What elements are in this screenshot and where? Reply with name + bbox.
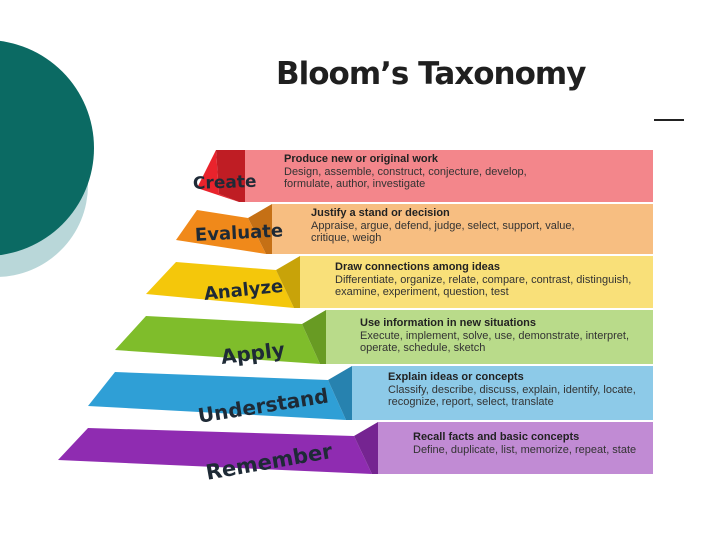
tier-remember-heading: Recall facts and basic concepts — [413, 431, 580, 443]
tier-remember-description: Define, duplicate, list, memorize, repea… — [413, 444, 637, 456]
tier-face-create — [197, 150, 239, 202]
dark-teal-circle — [0, 40, 94, 256]
tier-side-apply — [302, 310, 326, 364]
tier-band-remember — [378, 422, 653, 474]
tier-band-understand — [352, 366, 653, 420]
tier-create: Produce new or original work Design, ass… — [284, 153, 644, 190]
tier-side-analyze — [276, 256, 300, 308]
tier-side-remember — [354, 422, 378, 474]
tier-face-understand — [88, 372, 346, 420]
tier-analyze: Draw connections among ideas Differentia… — [335, 261, 650, 298]
tier-face-evaluate — [176, 210, 266, 254]
tier-band-analyze — [300, 256, 653, 308]
decorative-circles — [0, 40, 94, 277]
tier-face-remember — [58, 428, 372, 474]
tier-band-apply — [326, 310, 653, 364]
tier-remember: Recall facts and basic concepts Define, … — [413, 431, 653, 456]
tier-understand-heading: Explain ideas or concepts — [388, 371, 524, 383]
tier-side-create — [216, 150, 245, 202]
tier-apply-description: Execute, implement, solve, use, demonstr… — [360, 330, 630, 354]
tier-side-understand — [328, 366, 352, 420]
tier-understand-description: Classify, describe, discuss, explain, id… — [388, 384, 636, 408]
title-rule — [654, 119, 684, 121]
tier-apply: Use information in new situations Execut… — [360, 317, 652, 354]
tier-band-evaluate — [272, 204, 653, 254]
level-label-create: Create — [192, 171, 257, 194]
tier-create-description: Design, assemble, construct, conjecture,… — [284, 166, 527, 190]
tier-side-evaluate — [248, 204, 272, 254]
tier-understand: Explain ideas or concepts Classify, desc… — [388, 371, 652, 408]
tier-evaluate: Justify a stand or decision Appraise, ar… — [311, 207, 641, 244]
tier-create-heading: Produce new or original work — [284, 153, 439, 165]
tier-face-apply — [115, 316, 320, 364]
tier-band-create — [245, 150, 653, 202]
tier-face-analyze — [146, 262, 294, 308]
tier-analyze-description: Differentiate, organize, relate, compare… — [335, 274, 632, 298]
tier-evaluate-description: Appraise, argue, defend, judge, select, … — [311, 220, 575, 244]
tier-apply-heading: Use information in new situations — [360, 317, 537, 329]
tier-evaluate-heading: Justify a stand or decision — [311, 207, 450, 219]
page-title: Bloom’s Taxonomy — [276, 56, 586, 92]
tier-analyze-heading: Draw connections among ideas — [335, 261, 501, 273]
